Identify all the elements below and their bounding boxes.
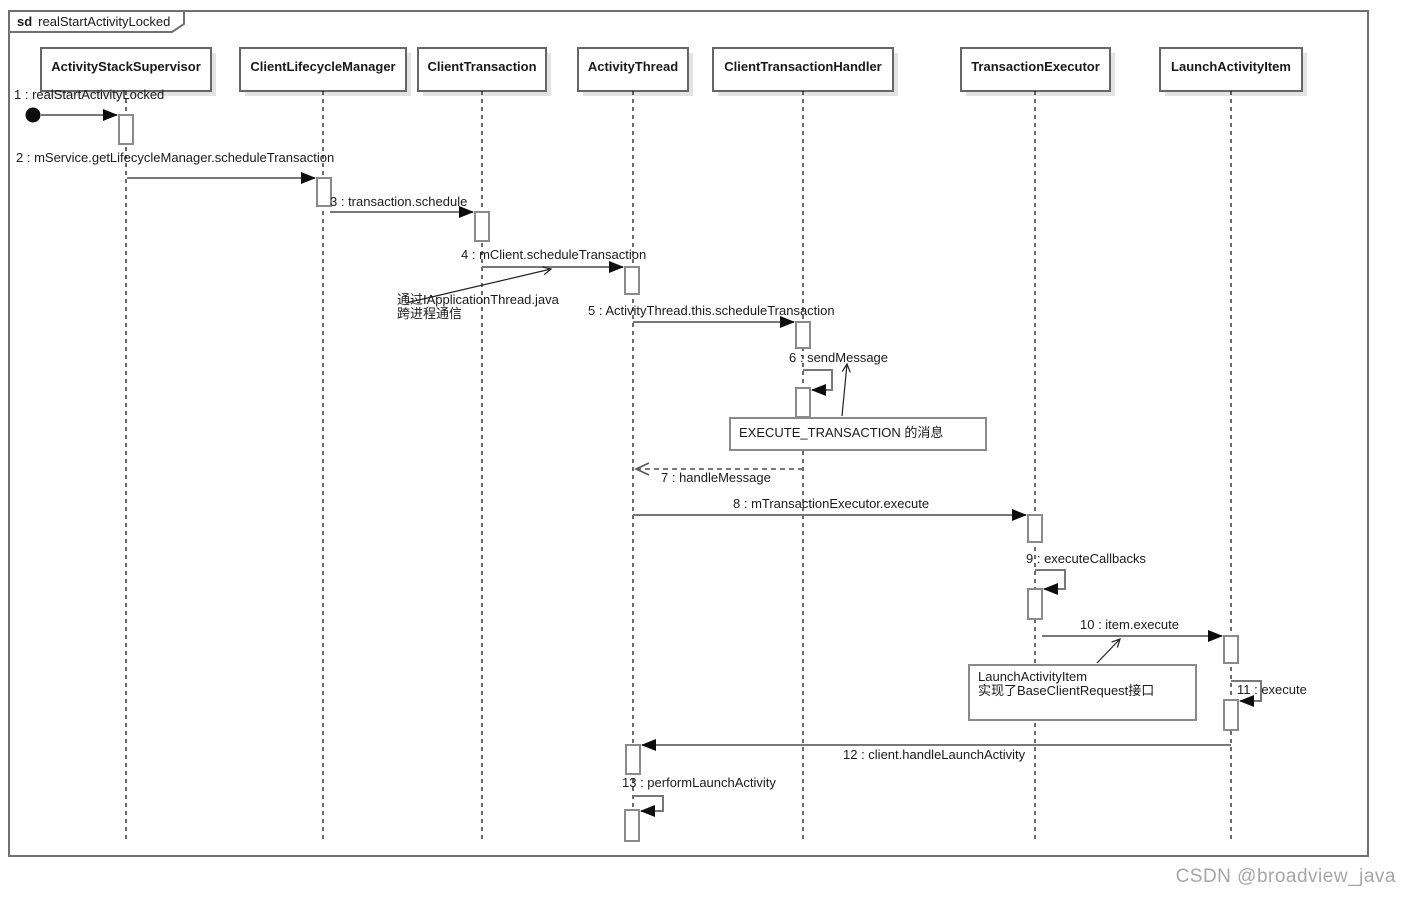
message-1-label: 1 : realStartActivityLocked (14, 87, 165, 102)
message-5-label: 5 : ActivityThread.this.scheduleTransact… (588, 303, 835, 318)
message-11-self-line (1231, 680, 1262, 707)
message-11-label: 11 : execute (1237, 682, 1307, 697)
lifeline-activitythread: ActivityThread (587, 59, 679, 74)
frame-title-text: realStartActivityLocked (38, 14, 171, 29)
message-10-label: 10 : item.execute (1080, 617, 1179, 632)
note-3-pointer (1096, 638, 1121, 664)
note-execute-transaction-text: EXECUTE_TRANSACTION 的消息 (739, 425, 944, 440)
message-8-label: 8 : mTransactionExecutor.execute (733, 496, 930, 511)
message-9-label: 9 : executeCallbacks (1026, 551, 1146, 566)
message-6-label: 6 : sendMessage (789, 350, 889, 365)
lifeline-clientlifecyclemanager: ClientLifecycleManager (250, 59, 396, 74)
message-13-label: 13 : performLaunchActivity (622, 775, 776, 790)
message-2-label: 2 : mService.getLifecycleManager.schedul… (16, 150, 335, 165)
message-7-label: 7 : handleMessage (661, 470, 771, 485)
note-ipc-text: 通过IApplicationThread.java 跨进程通信 (397, 292, 559, 321)
message-4-label: 4 : mClient.scheduleTransaction (461, 247, 647, 262)
message-6-self-line (803, 369, 833, 396)
found-message-circle (25, 107, 41, 123)
lifeline-transactionexecutor: TransactionExecutor (971, 59, 1100, 74)
note-launchactivityitem-text: LaunchActivityItem 实现了BaseClientRequest接… (978, 669, 1155, 698)
note-2-pointer (841, 362, 851, 417)
lifeline-launchactivityitem: LaunchActivityItem (1171, 59, 1291, 74)
watermark: CSDN @broadview_java (1175, 866, 1396, 887)
frame-keyword: sd (17, 14, 33, 29)
message-3-label: 3 : transaction.schedule (330, 194, 468, 209)
lifeline-activitystacksupervisor: ActivityStackSupervisor (51, 59, 201, 74)
message-13-self-line (633, 795, 664, 817)
activation-bars (118, 114, 1239, 842)
lifeline-header-boxes (40, 47, 1307, 96)
note-pointer-arrows (405, 266, 1121, 664)
frame-title: sd realStartActivityLocked (17, 14, 170, 29)
lifeline-clienttransactionhandler: ClientTransactionHandler (724, 59, 882, 74)
frame-title-pentagon (8, 10, 185, 33)
note-1-pointer (405, 266, 553, 304)
note-boxes (729, 417, 1197, 721)
message-arrows (25, 107, 1262, 817)
message-12-label: 12 : client.handleLaunchActivity (843, 747, 1026, 762)
frame-border (8, 10, 1369, 857)
message-9-self-line (1035, 569, 1066, 595)
note-execute-transaction-box (729, 417, 987, 451)
note-launchactivityitem-box (968, 664, 1197, 721)
lifelines-dashed (125, 91, 1232, 843)
lifeline-clienttransaction: ClientTransaction (427, 59, 537, 74)
